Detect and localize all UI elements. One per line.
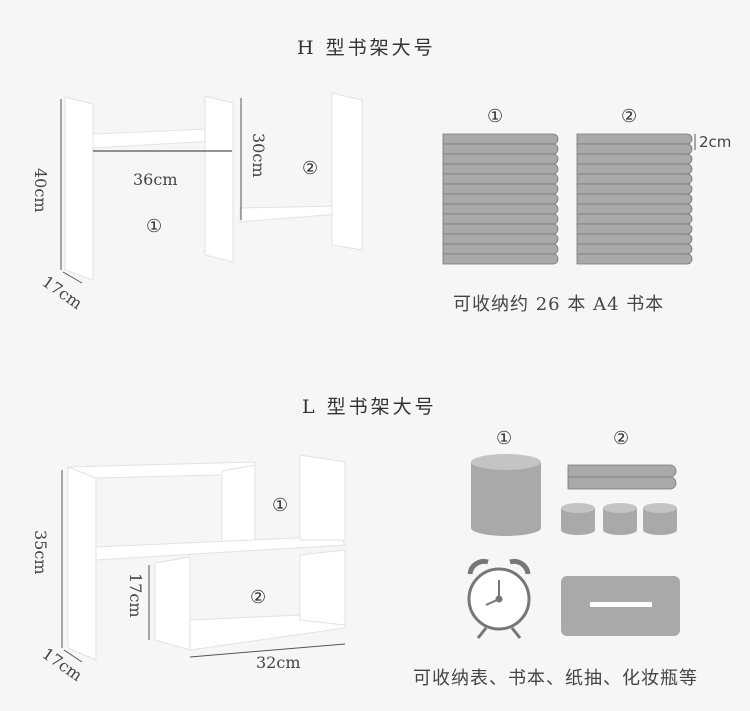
- h-shelf-left-panel: [64, 96, 94, 281]
- h-shelf-drawing: [60, 92, 363, 284]
- book-thickness-label: 2cm: [699, 133, 732, 151]
- h-shelf-marker-2: ②: [302, 158, 319, 179]
- l-shelf-left-panel: [67, 466, 97, 661]
- l-items-marker-2: ②: [613, 428, 630, 449]
- book-spine: [442, 153, 559, 165]
- l-shelf-middle-board: [95, 535, 346, 561]
- book-spine: [442, 163, 559, 175]
- book-spine: [442, 183, 559, 195]
- book-spine: [442, 173, 559, 185]
- book-spine: [576, 173, 693, 185]
- h-books-marker-1: ①: [487, 106, 504, 127]
- book-spine: [576, 253, 693, 265]
- book-spine: [576, 243, 693, 255]
- h-depth-line: [62, 271, 83, 284]
- book-spine: [442, 233, 559, 245]
- book-spine: [442, 213, 559, 225]
- book-spine: [442, 143, 559, 155]
- book-pair-icon: [567, 464, 677, 490]
- l-lower-height-label: 17cm: [126, 573, 145, 618]
- h-shelf-right-panel: [331, 92, 363, 251]
- l-shelf-lower-board: [189, 612, 346, 651]
- l-section-title: L 型书架大号: [302, 396, 437, 418]
- cosmetic-bottles-icon: [561, 503, 677, 535]
- book-spine: [442, 253, 559, 265]
- l-width-label: 32cm: [256, 653, 301, 672]
- h-width-label: 36cm: [133, 170, 178, 189]
- book-spine: [576, 203, 693, 215]
- l-items-marker-1: ①: [496, 428, 513, 449]
- l-shelf-right-panel: [299, 454, 346, 541]
- book-spine: [576, 143, 693, 155]
- book-spine: [576, 153, 693, 165]
- book-spine: [576, 213, 693, 225]
- l-shelf-lower-left-panel: [154, 556, 191, 651]
- book-spine: [576, 223, 693, 235]
- l-shelf-lower-right-panel: [299, 549, 346, 626]
- h-section-title: H 型书架大号: [297, 37, 436, 59]
- h-shelf-marker-1: ①: [146, 216, 163, 237]
- l-shelf-inner-panel: [221, 464, 256, 553]
- book-spine: [576, 233, 693, 245]
- l-caption: 可收纳表、书本、纸抽、化妆瓶等: [413, 668, 698, 689]
- alarm-clock-icon: [467, 558, 531, 639]
- book-spine: [576, 193, 693, 205]
- book-spine: [576, 133, 693, 145]
- h-books-marker-2: ②: [621, 106, 638, 127]
- book-spine: [442, 243, 559, 255]
- h-upper-label: 30cm: [249, 133, 268, 178]
- book-spine: [576, 183, 693, 195]
- cylinder-container-icon: [471, 454, 541, 536]
- h-books-stack-1: [442, 133, 559, 265]
- book-spine: [576, 163, 693, 175]
- book-spine: [442, 223, 559, 235]
- book-spine: [442, 193, 559, 205]
- l-width-line: [189, 643, 346, 658]
- book-spine: [442, 203, 559, 215]
- l-depth-line: [63, 649, 83, 663]
- l-shelf-marker-2: ②: [250, 587, 267, 608]
- l-shelf-marker-1: ①: [272, 495, 289, 516]
- l-height-label: 35cm: [31, 530, 50, 575]
- l-shelf-drawing: [61, 454, 346, 663]
- h-books-stack-2: [576, 133, 693, 265]
- h-caption: 可收纳约 26 本 A4 书本: [453, 294, 665, 315]
- book-spine: [442, 133, 559, 145]
- tissue-box-icon: [561, 576, 680, 636]
- h-height-label: 40cm: [31, 168, 50, 213]
- h-shelf-middle-panel: [204, 95, 234, 263]
